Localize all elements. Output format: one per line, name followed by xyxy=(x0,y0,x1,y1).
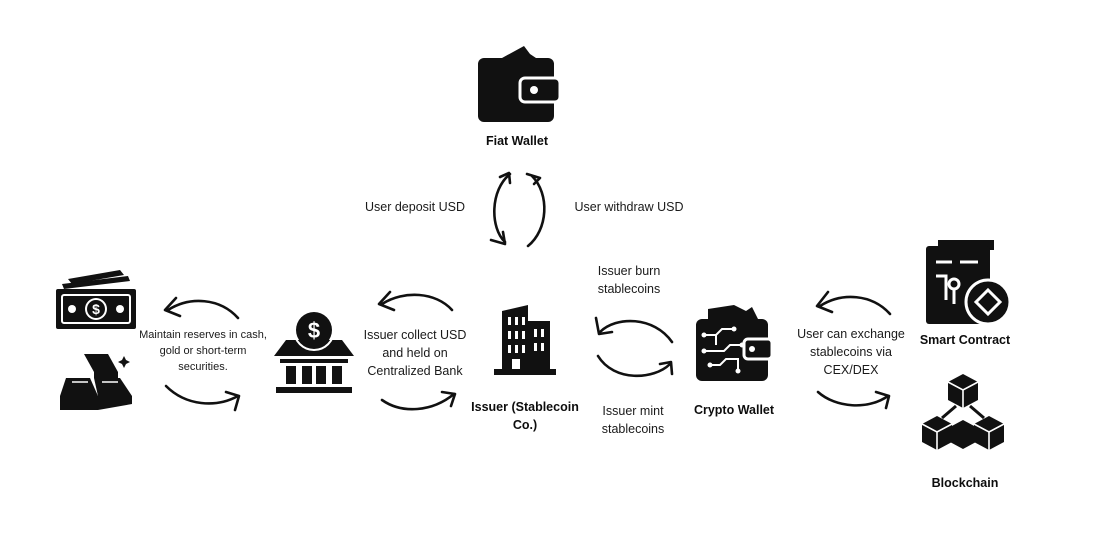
bank-label: Issuer collect USD and held on Centraliz… xyxy=(363,328,467,378)
mint-burn-cycle-arrow xyxy=(594,316,674,378)
withdraw-label: User withdraw USD xyxy=(574,200,684,214)
crypto-wallet-icon xyxy=(696,305,774,381)
reserves-arrow-bottom xyxy=(164,384,241,412)
issuer-label: Issuer (Stablecoin Co.) xyxy=(471,400,579,432)
smart-contract-icon xyxy=(926,240,1012,326)
svg-text:$: $ xyxy=(92,301,100,317)
blockchain-label: Blockchain xyxy=(931,476,999,490)
reserves-label: Maintain reserves in cash, gold or short… xyxy=(139,329,267,373)
reserves-arrow-top xyxy=(163,296,240,320)
burn-label: Issuer burn stablecoins xyxy=(597,264,661,296)
svg-text:$: $ xyxy=(308,318,320,343)
wallet-icon xyxy=(478,46,562,122)
deposit-withdraw-cycle-arrow xyxy=(489,171,546,248)
mint-label: Issuer mint stablecoins xyxy=(601,404,665,436)
bank-arrow-bottom xyxy=(380,390,457,411)
crypto-wallet-label: Crypto Wallet xyxy=(693,403,775,417)
gold-bars-icon xyxy=(60,354,132,410)
exchange-arrow-bottom xyxy=(816,390,891,410)
smart-contract-label: Smart Contract xyxy=(919,333,1011,347)
bank-arrow-top xyxy=(377,290,454,312)
building-icon xyxy=(494,305,556,375)
bank-icon: $ xyxy=(274,309,354,393)
exchange-label: User can exchange stablecoins via CEX/DE… xyxy=(797,327,905,377)
exchange-arrow-top xyxy=(815,290,892,316)
fiat-wallet-label: Fiat Wallet xyxy=(485,134,549,148)
cash-icon: $ xyxy=(56,270,136,329)
deposit-label: User deposit USD xyxy=(364,200,466,214)
blockchain-icon xyxy=(921,374,1005,450)
